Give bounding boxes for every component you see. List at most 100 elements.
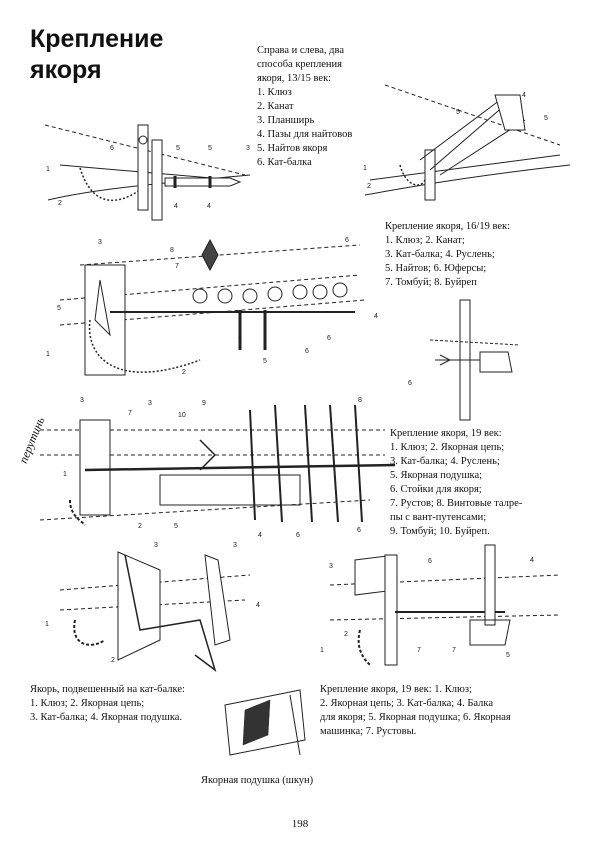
caption-line: 7. Томбуй; 8. Буйреп (385, 277, 477, 288)
caption-line: 1. Клюз; 2. Канат; (385, 235, 465, 246)
caption-line: 9. Томбуй; 10. Буйреп. (390, 526, 490, 537)
caption-cat-beam: Якорь, подвешенный на кат-балке: 1. Клюз… (30, 683, 185, 725)
label: 5 (57, 305, 61, 312)
label: 6 (296, 532, 300, 539)
label: 2 (111, 657, 115, 664)
caption-line: 3. Кат-балка; 4. Руслень; (385, 249, 495, 260)
label: 7 (128, 410, 132, 417)
caption-line: пы с вант-путенсами; (390, 512, 487, 523)
figure-anchor-13-15-right (364, 84, 571, 201)
label: 1 (363, 165, 367, 172)
label: 4 (258, 532, 262, 539)
title-line-2: якоря (30, 56, 102, 84)
caption-line: Крепление якоря, 19 век: (390, 428, 502, 439)
label: 2 (367, 183, 371, 190)
page-title: Крепление якоря (30, 24, 163, 86)
label: 6 (408, 380, 412, 387)
caption-line: способа крепления (257, 59, 342, 70)
caption-line: 5. Якорная подушка; (390, 470, 483, 481)
label: 1 (63, 471, 67, 478)
caption-line: 6. Стойки для якоря; (390, 484, 482, 495)
figure-2-labels: 4 5 5 1 2 (363, 92, 548, 190)
label: 4 (374, 313, 378, 320)
label: 8 (358, 397, 362, 404)
caption-16-19-century: Крепление якоря, 16/19 век: 1. Клюз; 2. … (385, 220, 510, 290)
label: 6 (428, 558, 432, 565)
caption-13-15-century: Справа и слева, два способа крепления як… (257, 44, 352, 170)
label: 4 (530, 557, 534, 564)
label: 3 (154, 542, 158, 549)
label: 2 (138, 523, 142, 530)
figure-6-labels: 3 3 1 2 4 (45, 542, 260, 664)
label: 6 (345, 237, 349, 244)
caption-line: 3. Кат-балка; 4. Якорная подушка. (30, 712, 183, 723)
label: 3 (246, 145, 250, 152)
label: 3 (80, 397, 84, 404)
caption-anchor-bolster: Якорная подушка (шкун) (201, 775, 314, 786)
caption-line: Справа и слева, два (257, 45, 344, 56)
figure-anchor-on-cat-beam (59, 551, 251, 672)
figure-anchor-13-15-left (44, 124, 251, 221)
page-number: 198 (291, 818, 309, 830)
legend-item: 1. Клюз (257, 87, 292, 98)
caption-19-century-b: Крепление якоря, 19 век: 1. Клюз; 2. Яко… (320, 683, 511, 739)
legend-item: 5. Найтов якоря (257, 143, 328, 154)
label: 7 (452, 647, 456, 654)
figure-5-labels: 3 7 3 10 9 8 1 2 5 4 6 6 (63, 397, 362, 539)
caption-line: 1. Клюз; 2. Якорная цепь; (390, 442, 505, 453)
figure-4-labels: 6 (408, 380, 412, 387)
label: 6 (305, 348, 309, 355)
label: 4 (207, 203, 211, 210)
label: 5 (456, 109, 460, 116)
label: 3 (98, 239, 102, 246)
label: 5 (176, 145, 180, 152)
label: 2 (58, 200, 62, 207)
label: 7 (175, 263, 179, 270)
legend-item: 3. Планширь (257, 115, 315, 126)
label: 6 (357, 527, 361, 534)
label: 4 (174, 203, 178, 210)
legend-item: 6. Кат-балка (257, 157, 312, 168)
label: 1 (320, 647, 324, 654)
label: 5 (208, 145, 212, 152)
figure-1-labels: 1 2 6 5 5 3 4 4 (46, 145, 250, 210)
label: 1 (46, 351, 50, 358)
caption-line: 3. Кат-балка; 4. Руслень; (390, 456, 500, 467)
label: 1 (45, 621, 49, 628)
label: 3 (329, 563, 333, 570)
label: 6 (110, 145, 114, 152)
label: 8 (170, 247, 174, 254)
figure-7-labels: 3 6 4 1 2 7 7 5 (320, 557, 534, 659)
label: 7 (417, 647, 421, 654)
legend-item: 2. Канат (257, 101, 294, 112)
figure-anchor-19-century (39, 404, 396, 526)
caption-line: Крепление якоря, 19 век: 1. Клюз; (320, 684, 472, 695)
label: 5 (263, 358, 267, 365)
caption-line: для якоря; 5. Якорная подушка; 6. Якорна… (320, 712, 511, 723)
label: 1 (46, 166, 50, 173)
caption-line: якоря, 13/15 век: (257, 73, 332, 84)
label: 9 (202, 400, 206, 407)
legend-item: 4. Пазы для найтовов (257, 129, 353, 140)
caption-19-century-a: Крепление якоря, 19 век: 1. Клюз; 2. Яко… (390, 427, 522, 539)
caption-line: 2. Якорная цепь; 3. Кат-балка; 4. Балка (320, 698, 493, 709)
caption-line: 7. Рустов; 8. Винтовые талре- (390, 498, 523, 509)
label: 3 (233, 542, 237, 549)
label: 3 (148, 400, 152, 407)
label: 2 (344, 631, 348, 638)
label: 5 (174, 523, 178, 530)
label: 6 (327, 335, 331, 342)
caption-line: машинка; 7. Рустовы. (320, 726, 417, 737)
figure-3-labels: 3 8 7 6 5 1 2 5 6 6 6 4 (46, 237, 378, 376)
label: 4 (256, 602, 260, 609)
label: 2 (182, 369, 186, 376)
label: 4 (522, 92, 526, 99)
caption-line: 1. Клюз; 2. Якорная цепь; (30, 698, 145, 709)
figure-anchor-16-19 (59, 238, 366, 376)
label: 5 (544, 115, 548, 122)
figure-anchor-16-19-detail (429, 299, 521, 421)
figure-anchor-bolster (224, 689, 306, 756)
label: 10 (178, 412, 186, 419)
label: 5 (506, 652, 510, 659)
